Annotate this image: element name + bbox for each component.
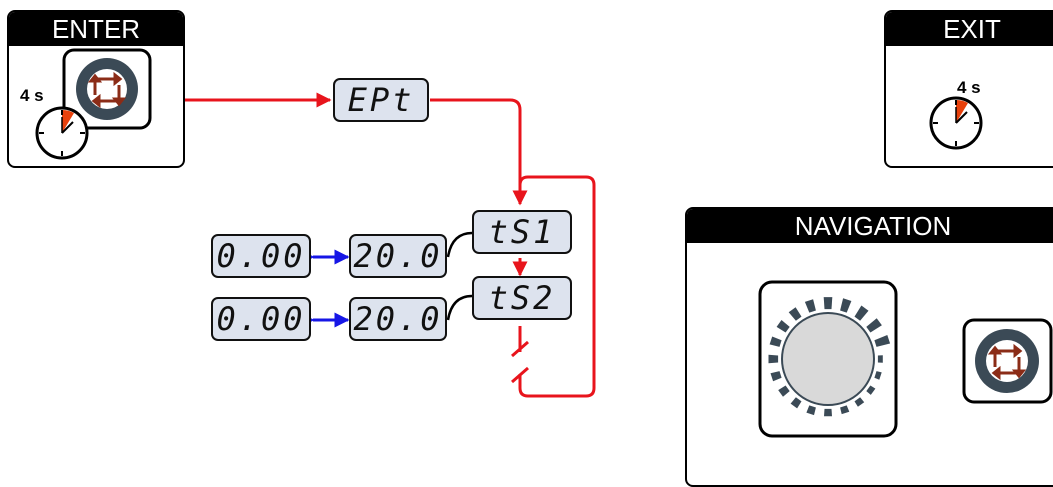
loop-back-line bbox=[518, 175, 596, 398]
knob-tick bbox=[824, 408, 832, 417]
arrow-menu-to-ts1 bbox=[430, 98, 528, 206]
knob-tick bbox=[840, 405, 850, 415]
knob-tick bbox=[874, 335, 891, 347]
knob-tick bbox=[804, 299, 816, 313]
exit-panel: EXIT bbox=[884, 10, 1053, 168]
knob-tick bbox=[874, 371, 882, 380]
knob-tick bbox=[790, 397, 802, 409]
connector-ts1 bbox=[446, 231, 473, 258]
display-ts1-value: 20.0 bbox=[349, 234, 447, 278]
clock-icon bbox=[929, 96, 983, 150]
knob-tick bbox=[778, 385, 790, 397]
knob-tick bbox=[769, 336, 782, 347]
select-button-icon[interactable] bbox=[62, 48, 152, 130]
select-button-icon[interactable] bbox=[962, 318, 1053, 404]
knob-tick bbox=[768, 354, 779, 364]
display-ts2-value: 20.0 bbox=[349, 297, 447, 341]
display-ts2-min: 0.00 bbox=[211, 297, 311, 341]
knob-tick bbox=[806, 405, 816, 416]
enter-time-label: 4 s bbox=[20, 86, 44, 105]
knob-tick bbox=[840, 298, 852, 313]
display-ts1: tS1 bbox=[472, 210, 572, 254]
display-ts1-min: 0.00 bbox=[211, 234, 311, 278]
knob-tick bbox=[866, 385, 876, 395]
knob-tick bbox=[823, 297, 833, 310]
knob-tick bbox=[776, 320, 790, 333]
break-mark-top bbox=[511, 340, 529, 358]
knob-tick bbox=[788, 307, 802, 321]
navigation-title: NAVIGATION bbox=[687, 209, 1053, 243]
display-ts2: tS2 bbox=[472, 276, 572, 320]
connector-ts2 bbox=[446, 294, 473, 321]
knob-tick bbox=[770, 371, 782, 382]
enter-title: ENTER bbox=[9, 12, 183, 46]
knob-tick bbox=[854, 397, 865, 407]
knob-tick bbox=[866, 318, 882, 333]
exit-title: EXIT bbox=[886, 12, 1053, 46]
display-menu-ept: EPt bbox=[333, 78, 429, 122]
knob-tick bbox=[854, 305, 869, 321]
knob-tick bbox=[877, 355, 883, 363]
clock-icon bbox=[35, 106, 89, 160]
rotary-knob-icon[interactable] bbox=[758, 280, 898, 438]
exit-time-label: 4 s bbox=[957, 78, 981, 97]
